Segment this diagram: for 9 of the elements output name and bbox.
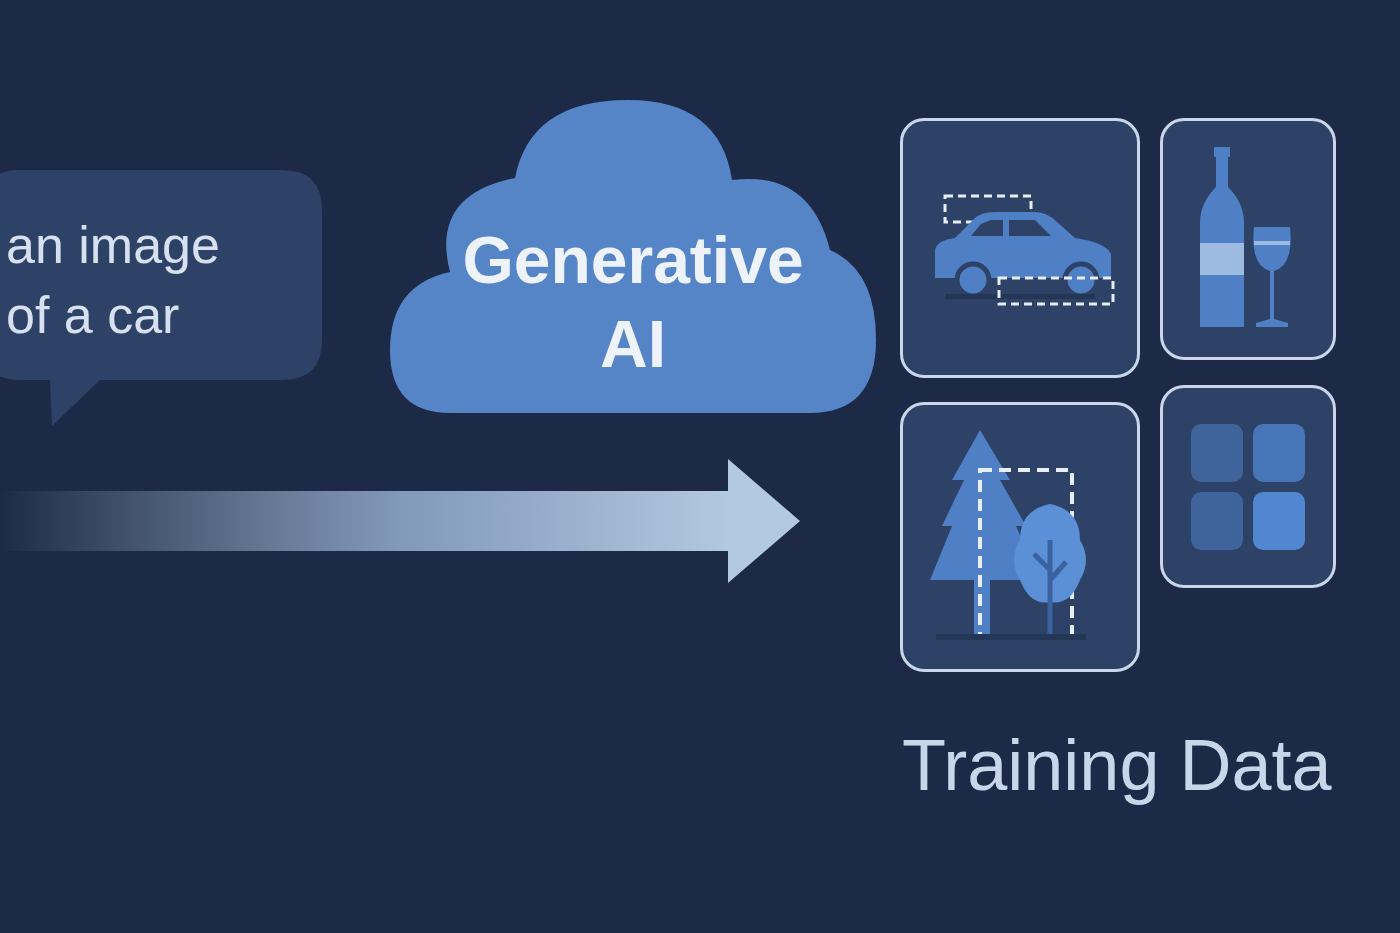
cloud-shape <box>390 100 876 414</box>
image-tile <box>900 402 1140 672</box>
group-title: Training Data <box>902 724 1332 807</box>
image-tile <box>1160 118 1336 360</box>
speech-bubble <box>0 170 322 426</box>
cloud-label: Generative AI <box>461 222 805 383</box>
image-tile <box>1160 385 1336 588</box>
image-tile <box>900 118 1140 378</box>
prompt-text: an image of a car <box>6 215 221 346</box>
